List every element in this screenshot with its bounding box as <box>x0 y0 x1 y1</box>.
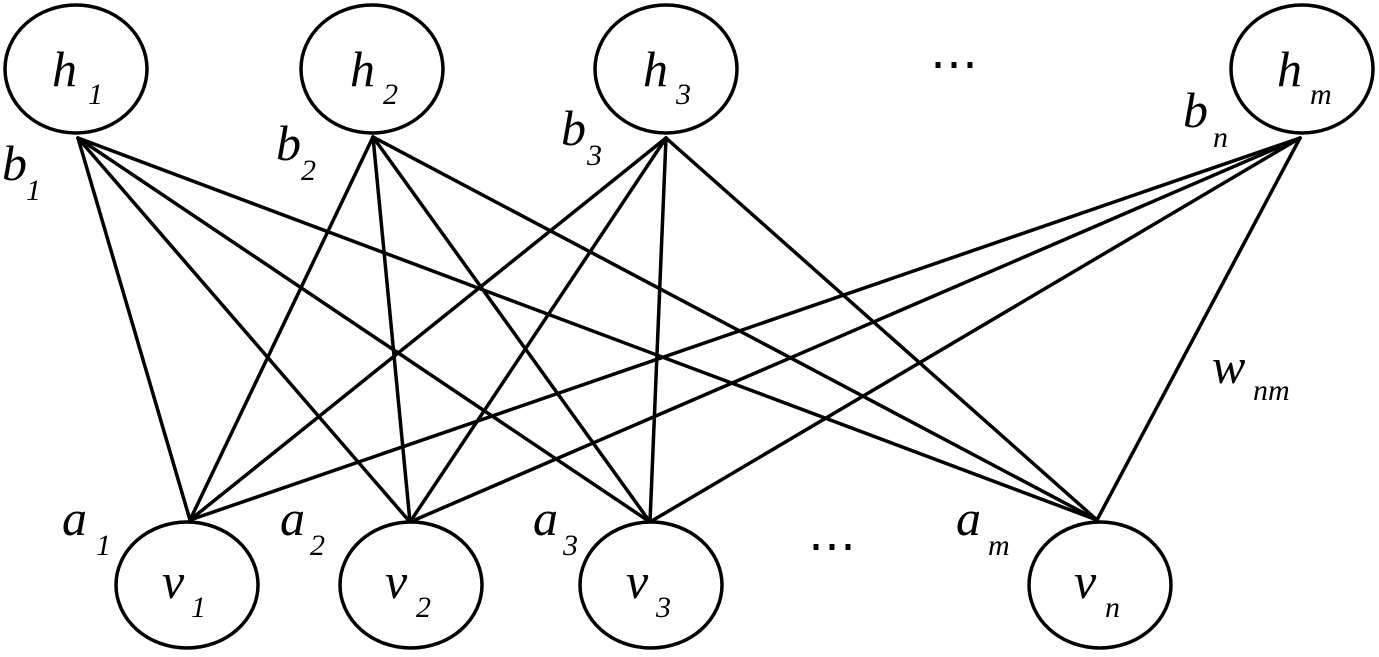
bias-label-text: b <box>276 115 301 171</box>
visible-layer: v 1 v 2 v 3 v n ⋯ <box>114 520 1173 650</box>
hidden-node-subscript: m <box>1310 78 1332 111</box>
visible-node-subscript: 3 <box>655 591 671 624</box>
visible-node-subscript: 1 <box>191 591 206 624</box>
edge-hm-v2 <box>408 136 1302 524</box>
hidden-node-h3: h 3 <box>593 3 739 135</box>
edge-h2-v2 <box>371 135 412 524</box>
edge-h1-v2 <box>76 136 412 524</box>
hidden-node-subscript: 3 <box>675 78 691 111</box>
visible-node-v3: v 3 <box>578 520 724 650</box>
bias-label-text: a <box>533 490 558 546</box>
edge-h3-v3 <box>648 136 668 524</box>
edge-h3-v1 <box>188 136 668 522</box>
visible-ellipsis: ⋯ <box>808 520 856 573</box>
edge-h2-vn <box>371 135 1099 522</box>
visible-bias-labels: a 1 a 2 a 3 a m <box>62 490 1010 562</box>
visible-node-label: v <box>626 553 649 609</box>
bias-label-subscript: 2 <box>310 529 325 562</box>
weight-label-wnm: w nm <box>1212 338 1290 407</box>
bias-label-b2: b 2 <box>276 115 316 187</box>
edge-hm-v3 <box>648 136 1302 524</box>
bias-label-subscript: m <box>988 529 1010 562</box>
hidden-node-subscript: 2 <box>383 78 398 111</box>
hidden-node-label: h <box>643 41 668 97</box>
hidden-layer: h 1 h 2 h 3 h m ⋯ <box>3 3 1375 135</box>
hidden-node-subscript: 1 <box>88 78 103 111</box>
bias-label-subscript: 2 <box>301 154 316 187</box>
hidden-node-label: h <box>1277 41 1302 97</box>
visible-node-vn: v n <box>1027 520 1173 650</box>
bias-label-subscript: 1 <box>26 174 41 207</box>
edge-h1-v3 <box>76 136 652 524</box>
bias-label-a1: a 1 <box>62 490 111 562</box>
edge-h3-v2 <box>408 136 668 524</box>
visible-node-v2: v 2 <box>338 520 484 650</box>
bias-label-b1: b 1 <box>2 135 41 207</box>
bias-label-subscript: n <box>1213 121 1228 154</box>
hidden-node-label: h <box>52 41 77 97</box>
bias-label-a3: a 3 <box>533 490 578 562</box>
bias-label-text: a <box>62 490 87 546</box>
visible-node-v1: v 1 <box>114 520 260 650</box>
visible-node-label: v <box>1074 553 1097 609</box>
edges <box>76 135 1302 524</box>
hidden-node-label: h <box>350 41 375 97</box>
edge-h3-vn <box>664 136 1099 522</box>
bias-label-bn: b n <box>1183 82 1228 154</box>
bias-label-text: b <box>1183 82 1208 138</box>
edge-h1-vn <box>76 136 1099 522</box>
edge-hm-vn <box>1095 136 1302 522</box>
bias-label-am: a m <box>956 490 1010 562</box>
bias-label-text: a <box>956 490 981 546</box>
bias-label-text: b <box>561 100 586 156</box>
bias-label-a2: a 2 <box>280 490 325 562</box>
bias-label-text: a <box>280 490 305 546</box>
hidden-node-h1: h 1 <box>3 3 149 135</box>
hidden-node-hm: h m <box>1229 3 1375 135</box>
visible-node-label: v <box>162 553 185 609</box>
visible-node-subscript: n <box>1105 591 1120 624</box>
weight-label-subscript: nm <box>1253 374 1290 407</box>
edge-h2-v1 <box>188 135 375 522</box>
hidden-ellipsis: ⋯ <box>930 38 978 91</box>
hidden-node-h2: h 2 <box>299 3 445 135</box>
bias-label-text: b <box>2 135 27 191</box>
edge-h1-v1 <box>76 136 192 522</box>
visible-node-label: v <box>385 553 408 609</box>
bias-label-subscript: 3 <box>562 529 578 562</box>
hidden-bias-labels: b 1 b 2 b 3 b n <box>2 82 1228 207</box>
bias-label-b3: b 3 <box>561 100 602 172</box>
bias-label-subscript: 1 <box>96 529 111 562</box>
bias-label-subscript: 3 <box>586 139 602 172</box>
visible-node-subscript: 2 <box>416 591 431 624</box>
weight-label-text: w <box>1212 338 1245 394</box>
edge-hm-v1 <box>188 136 1302 522</box>
edge-h2-v3 <box>371 135 652 524</box>
